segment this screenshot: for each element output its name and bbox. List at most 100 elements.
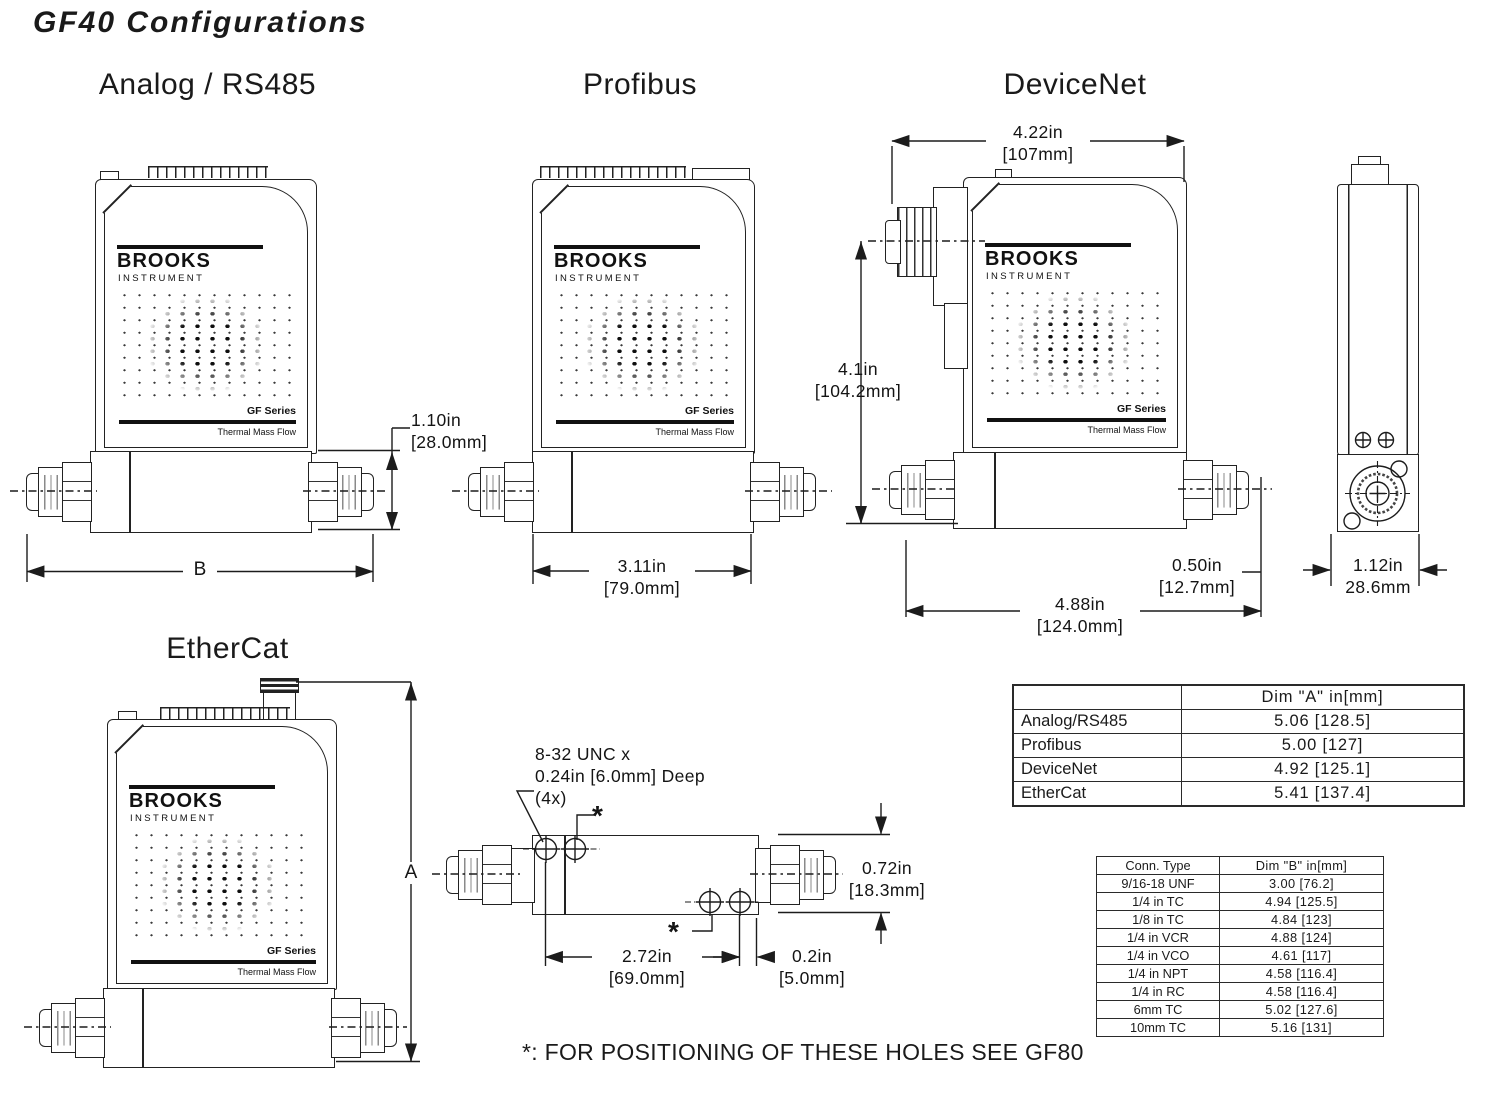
fitting-hex-nut <box>504 462 534 522</box>
brand-logo: BROOKS <box>129 790 223 812</box>
fitting-hex-nut <box>1183 460 1213 520</box>
dot-matrix-center <box>1013 293 1135 391</box>
fitting-rings <box>358 1003 385 1053</box>
flow-base <box>103 988 335 1068</box>
base-split-line <box>129 452 131 532</box>
table-cell: 4.94 [125.5] <box>1219 892 1384 911</box>
fitting-hex-nut <box>308 462 338 522</box>
top-connector-pins <box>540 166 686 178</box>
table-cell: 5.16 [131] <box>1219 1018 1384 1037</box>
flow-base <box>953 452 1187 529</box>
dot-matrix-pattern <box>554 289 732 401</box>
front-panel: BROOKS INSTRUMENT GF Series Thermal Mass… <box>114 724 328 984</box>
front-panel: BROOKS INSTRUMENT GF Series Thermal Mass… <box>539 184 746 448</box>
table-cell: 4.58 [116.4] <box>1219 982 1384 1001</box>
logo-bar-bottom <box>987 418 1166 422</box>
logo-bar <box>117 245 263 249</box>
logo-bar-bottom <box>556 420 734 424</box>
product-label: Thermal Mass Flow <box>655 427 734 437</box>
fitting-rings <box>901 465 928 515</box>
table-cell: 4.61 [117] <box>1219 946 1384 965</box>
dot-matrix-pattern <box>117 289 295 401</box>
fitting-hex-nut <box>331 998 361 1058</box>
table-header-dim-a: Dim "A" in[mm] <box>1181 684 1465 710</box>
footnote: *: FOR POSITIONING OF THESE HOLES SEE GF… <box>522 1039 1084 1065</box>
logo-bar-bottom <box>131 960 316 964</box>
fitting-rings <box>1210 465 1237 515</box>
fitting-hex-nut <box>75 998 105 1058</box>
table-row: Conn. Type Dim "B" in[mm] <box>1096 856 1384 875</box>
dot-matrix-center <box>157 835 279 933</box>
top-connector-pins <box>160 707 290 719</box>
table-cell: 5.00 [127] <box>1181 733 1465 758</box>
fitting-right <box>1183 460 1249 520</box>
table-cell: 1/4 in NPT <box>1096 964 1220 983</box>
table-cell: 1/4 in TC <box>1096 892 1220 911</box>
fitting-left <box>26 462 92 522</box>
fitting-rings <box>797 850 824 900</box>
fitting-rings <box>777 467 804 517</box>
fitting-hex-nut <box>770 845 800 905</box>
table-cell-empty <box>1012 684 1182 710</box>
brand-sub: INSTRUMENT <box>986 271 1073 282</box>
device-body: BROOKS INSTRUMENT GF Series Thermal Mass… <box>963 177 1187 454</box>
ethercat-connector-band <box>260 678 299 693</box>
side-body <box>1337 184 1419 456</box>
dim-text-3-11in: 3.11in[79.0mm] <box>589 556 695 599</box>
table-cell: 5.02 [127.6] <box>1219 1000 1384 1019</box>
flow-base <box>532 451 754 533</box>
table-row: Profibus 5.00 [127] <box>1012 733 1465 758</box>
heading-profibus: Profibus <box>582 68 698 101</box>
series-label: GF Series <box>266 945 316 957</box>
table-cell: 4.84 [123] <box>1219 910 1384 929</box>
table-cell: 5.41 [137.4] <box>1181 781 1465 807</box>
base-split-line <box>571 452 573 532</box>
brand-logo: BROOKS <box>554 250 648 272</box>
asterisk-marker-top: * <box>592 800 603 831</box>
top-connector-pins <box>148 166 268 178</box>
dim-width-0-2in <box>713 918 775 966</box>
dim-text-4-22in: 4.22in[107mm] <box>986 122 1090 165</box>
fitting-left <box>889 460 955 520</box>
table-cell: 3.00 [76.2] <box>1219 874 1384 893</box>
product-label: Thermal Mass Flow <box>237 967 316 977</box>
brand-logo: BROOKS <box>985 248 1079 270</box>
product-label: Thermal Mass Flow <box>217 427 296 437</box>
fitting-rings <box>480 467 507 517</box>
table-cell: 10mm TC <box>1096 1018 1220 1037</box>
dot-matrix-pattern <box>129 829 307 941</box>
table-header-conn-type: Conn. Type <box>1096 856 1220 875</box>
brand-logo: BROOKS <box>117 250 211 272</box>
table-cell: 1/4 in VCR <box>1096 928 1220 947</box>
leader-star-bottom <box>692 914 713 932</box>
logo-bar <box>129 785 275 789</box>
table-cell: EtherCat <box>1012 781 1182 807</box>
dim-a-label: A <box>397 862 425 884</box>
fitting-hex-nut <box>750 462 780 522</box>
heading-analog-rs485: Analog / RS485 <box>98 68 317 101</box>
dim-text-0-2in: 0.2in[5.0mm] <box>778 946 845 988</box>
product-label: Thermal Mass Flow <box>1087 425 1166 435</box>
fitting-hex-nut <box>482 845 512 905</box>
bottom-view-block <box>532 835 759 915</box>
heading-devicenet: DeviceNet <box>1003 68 1147 101</box>
side-base <box>1337 454 1419 532</box>
fitting-rings <box>335 467 362 517</box>
fitting-rings <box>458 850 485 900</box>
fitting-right <box>770 845 836 905</box>
table-cell: 1/4 in VCO <box>1096 946 1220 965</box>
page-title: GF40 Configurations <box>33 6 368 39</box>
device-body: BROOKS INSTRUMENT GF Series Thermal Mass… <box>107 719 337 990</box>
table-cell: 1/4 in RC <box>1096 982 1220 1001</box>
table-row: DeviceNet 4.92 [125.1] <box>1012 757 1465 782</box>
dim-text-0-72in: 0.72in[18.3mm] <box>848 858 926 900</box>
dot-matrix-pattern <box>985 287 1163 399</box>
table-cell: 4.92 [125.1] <box>1181 757 1465 782</box>
